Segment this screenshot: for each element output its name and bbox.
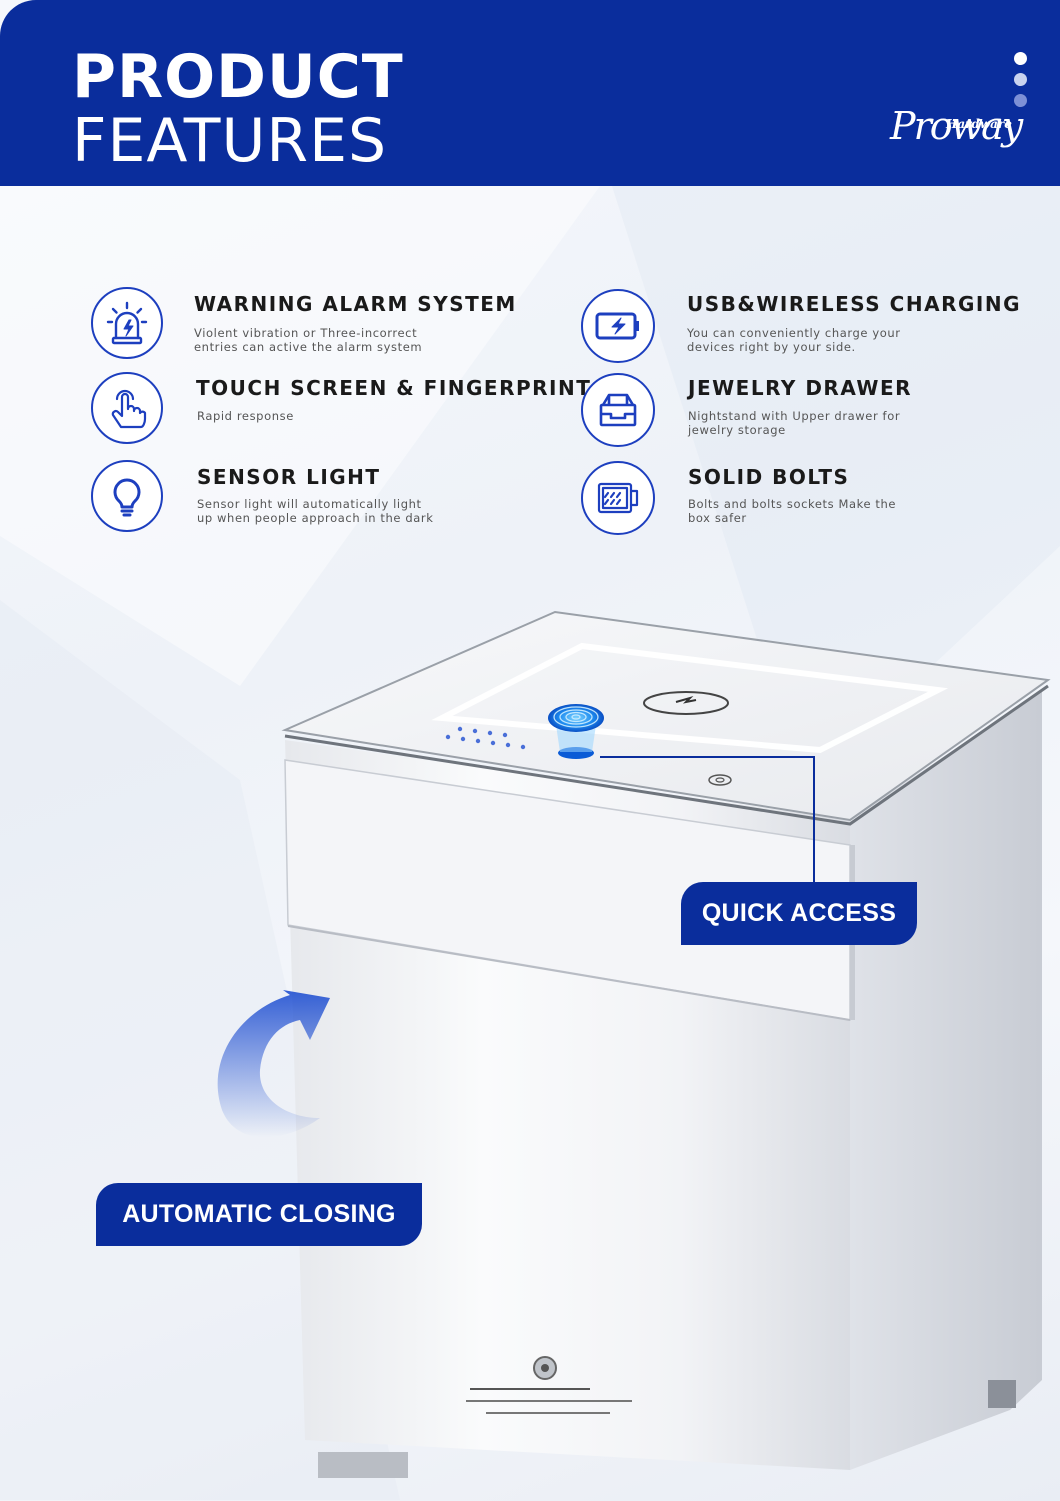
feature-desc-touch-screen: Rapid response [197, 409, 457, 423]
feature-desc-sensor-light: Sensor light will automatically light up… [197, 497, 457, 525]
touch-hand-icon [91, 372, 163, 444]
feature-desc-line: You can conveniently charge your [687, 326, 901, 340]
pager-dot-1[interactable] [1014, 52, 1027, 65]
bolts-icon [581, 461, 655, 535]
safe-top-lid [281, 610, 1051, 822]
feature-desc-jewelry-drawer: Nightstand with Upper drawer for jewelry… [688, 409, 948, 437]
feature-desc-line: entries can active the alarm system [194, 340, 423, 354]
feature-desc-line: box safer [688, 511, 747, 525]
feature-title-usb-charging: USB&WIRELESS CHARGING [687, 292, 1021, 316]
safe-label-text [466, 1388, 632, 1414]
feature-title-jewelry-drawer: JEWELRY DRAWER [688, 376, 913, 400]
feature-desc-line: Sensor light will automatically light [197, 497, 422, 511]
pager-dot-2[interactable] [1014, 73, 1027, 86]
feature-desc-line: Nightstand with Upper drawer for [688, 409, 901, 423]
feature-title-warning-alarm: WARNING ALARM SYSTEM [194, 292, 517, 316]
feature-desc-line: devices right by your side. [687, 340, 856, 354]
brand-logo: Proway [890, 104, 1023, 148]
battery-charging-icon [581, 289, 655, 363]
safe-side-panel [850, 690, 1042, 1470]
drawer-icon [581, 373, 655, 447]
brand-logo-sub: Hardware [946, 117, 1012, 131]
feature-title-sensor-light: SENSOR LIGHT [197, 465, 381, 489]
feature-desc-usb-charging: You can conveniently charge your devices… [687, 326, 947, 354]
feature-title-touch-screen: TOUCH SCREEN & FINGERPRINT [196, 376, 592, 400]
feature-desc-line: up when people approach in the dark [197, 511, 434, 525]
quick-access-callout: QUICK ACCESS [681, 882, 917, 945]
feature-desc-line: Rapid response [197, 409, 294, 423]
safe-foot [988, 1380, 1016, 1408]
feature-desc-line: Violent vibration or Three-incorrect [194, 326, 418, 340]
safe-foot [318, 1452, 408, 1478]
quick-access-leader-line [813, 757, 815, 883]
fingerprint-sensor [548, 704, 604, 759]
feature-desc-line: jewelry storage [688, 423, 786, 437]
page-title-line1: PRODUCT [72, 42, 404, 112]
feature-desc-warning-alarm: Violent vibration or Three-incorrect ent… [194, 326, 454, 354]
feature-desc-solid-bolts: Bolts and bolts sockets Make the box saf… [688, 497, 948, 525]
automatic-closing-callout: AUTOMATIC CLOSING [96, 1183, 422, 1246]
closing-arrow-icon [217, 990, 330, 1138]
pager-dots [1014, 52, 1028, 115]
quick-access-leader-line [600, 756, 815, 758]
page-title-line2: FEATURES [72, 106, 388, 176]
feature-desc-line: Bolts and bolts sockets Make the [688, 497, 897, 511]
header-banner: PRODUCT FEATURES Proway Hardware [0, 0, 1060, 186]
feature-title-solid-bolts: SOLID BOLTS [688, 465, 850, 489]
pager-dot-3[interactable] [1014, 94, 1027, 107]
light-bulb-icon [91, 460, 163, 532]
alarm-light-icon [91, 287, 163, 359]
